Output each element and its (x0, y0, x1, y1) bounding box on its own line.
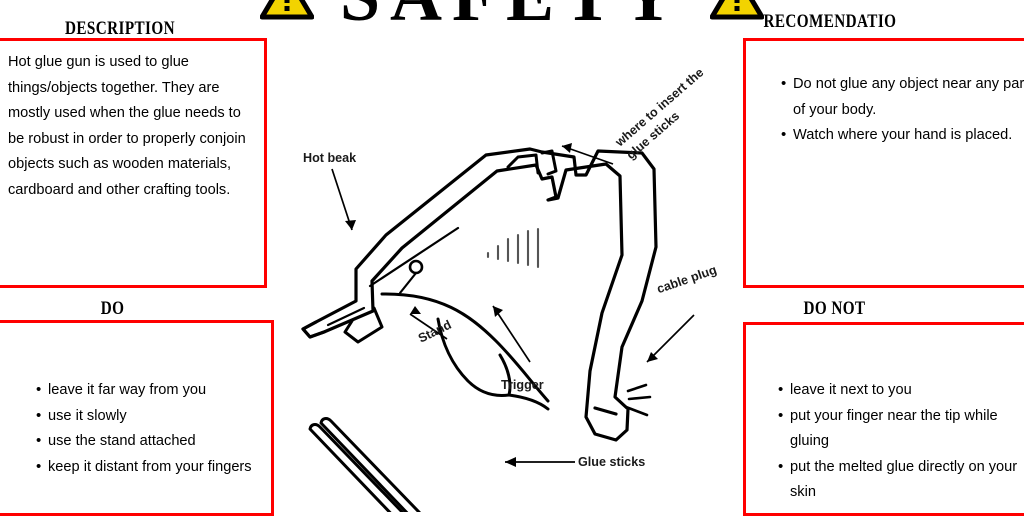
hot-glue-gun-diagram (290, 125, 720, 512)
glue-gun-illustration (301, 143, 695, 512)
do-list: leave it far way from you use it slowly … (18, 377, 286, 481)
list-item: keep it distant from your fingers (36, 454, 286, 481)
list-item: use the stand attached (36, 428, 286, 455)
do-not-list: leave it next to you put your finger nea… (760, 377, 1024, 506)
do-heading: DO (100, 298, 125, 319)
recommendations-heading: RECOMENDATIO (763, 11, 897, 32)
label-trigger: Trigger (501, 378, 544, 392)
warning-triangle-icon-right (710, 0, 765, 20)
list-item: Watch where your hand is placed. (781, 122, 1024, 149)
poster-title-row: SAFETY (0, 0, 1024, 32)
label-hot-beak: Hot beak (303, 151, 357, 165)
recommendations-list: Do not glue any object near any part of … (763, 71, 1024, 149)
list-item: use it slowly (36, 403, 286, 430)
description-heading: DESCRIPTION (65, 18, 175, 39)
list-item: leave it next to you (778, 377, 1024, 404)
list-item: Do not glue any object near any part of … (781, 71, 1024, 123)
list-item: put your finger near the tip while gluin… (778, 403, 1024, 455)
warning-triangle-icon-left (259, 0, 314, 20)
description-text: Hot glue gun is used to glue things/obje… (8, 54, 246, 198)
label-glue-sticks: Glue sticks (578, 455, 646, 469)
list-item: put the melted glue directly on your ski… (778, 454, 1024, 506)
do-not-heading: DO NOT (803, 298, 866, 319)
page-title: SAFETY (340, 0, 684, 32)
list-item: leave it far way from you (36, 377, 286, 404)
description-box (0, 38, 267, 288)
